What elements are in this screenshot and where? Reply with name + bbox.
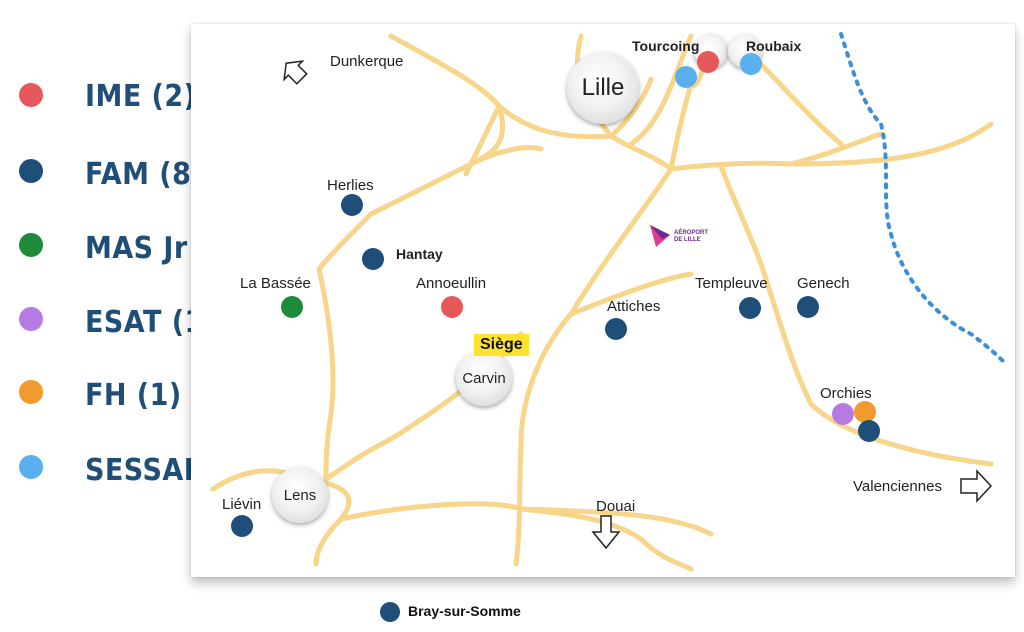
city-carvin-label: Carvin: [462, 369, 506, 387]
marker-sessad-tourcoing: [675, 66, 697, 88]
marker-fam-lievin: [231, 515, 253, 537]
label-annoeullin: Annoeullin: [416, 275, 487, 292]
marker-fam-genech: [797, 296, 819, 318]
marker-fam-templeuve: [739, 297, 761, 319]
map-roads: [210, 32, 1008, 572]
legend-item-mas: MAS Jr (1): [19, 231, 242, 266]
label-valenciennes: Valenciennes: [853, 478, 942, 495]
legend-item-ime: IME (2): [19, 79, 196, 114]
legend-item-fh: FH (1): [19, 378, 181, 413]
legend-item-fam: FAM (8): [19, 157, 204, 192]
marker-fam-herlies: [341, 194, 363, 216]
city-lens: Lens: [272, 467, 328, 523]
marker-mas-la-bassee: [281, 296, 303, 318]
airport-plane-icon: [650, 225, 670, 247]
legend-label: IME (2): [85, 79, 197, 114]
fh-dot-icon: [19, 380, 43, 404]
mas-dot-icon: [19, 233, 43, 257]
label-la-bassee: La Bassée: [240, 275, 311, 292]
marker-fam-hantay: [362, 248, 384, 270]
marker-fam-orchies: [858, 420, 880, 442]
sessad-dot-icon: [19, 455, 43, 479]
label-dunkerque: Dunkerque: [330, 53, 404, 70]
label-douai: Douai: [596, 498, 636, 515]
arrow-douai-icon: [591, 515, 621, 550]
siege-badge: Siège: [474, 334, 529, 356]
city-carvin: Carvin: [456, 350, 512, 406]
label-roubaix: Roubaix: [746, 38, 802, 54]
legend-label: FH (1): [85, 378, 182, 413]
city-lens-label: Lens: [283, 486, 317, 504]
label-tourcoing: Tourcoing: [632, 38, 700, 54]
airport-logo: AÉROPORT DE LILLE: [648, 221, 728, 251]
label-herlies: Herlies: [327, 177, 374, 194]
marker-ime-tourcoing: [697, 51, 719, 73]
marker-esat-orchies: [832, 403, 854, 425]
esat-dot-icon: [19, 307, 43, 331]
marker-fam-attiches: [605, 318, 627, 340]
footer-label: Bray-sur-Somme: [408, 603, 521, 619]
label-lievin: Liévin: [222, 496, 262, 513]
border-line: [839, 32, 1008, 366]
fam-dot-icon: [19, 159, 43, 183]
footer-fam-dot-icon: [380, 602, 400, 622]
ime-dot-icon: [19, 83, 43, 107]
airport-label-1: AÉROPORT: [674, 230, 709, 236]
legend-item-esat: ESAT (1): [19, 305, 216, 340]
legend-item-sessad: SESSAD (2): [19, 453, 261, 488]
label-templeuve: Templeuve: [695, 275, 768, 292]
arrow-dunkerque-icon: [283, 60, 308, 85]
city-lille-label: Lille: [581, 74, 625, 101]
airport-label-2: DE LILLE: [674, 237, 701, 243]
label-orchies: Orchies: [820, 385, 872, 402]
legend-label: FAM (8): [85, 157, 205, 192]
marker-sessad-roubaix: [740, 53, 762, 75]
marker-ime-annoeullin: [441, 296, 463, 318]
label-genech: Genech: [797, 275, 850, 292]
arrow-valenciennes-icon: [960, 469, 993, 503]
marker-fh-orchies: [854, 401, 876, 423]
city-lille: Lille: [567, 52, 639, 124]
label-hantay: Hantay: [396, 246, 443, 262]
label-attiches: Attiches: [607, 298, 661, 315]
